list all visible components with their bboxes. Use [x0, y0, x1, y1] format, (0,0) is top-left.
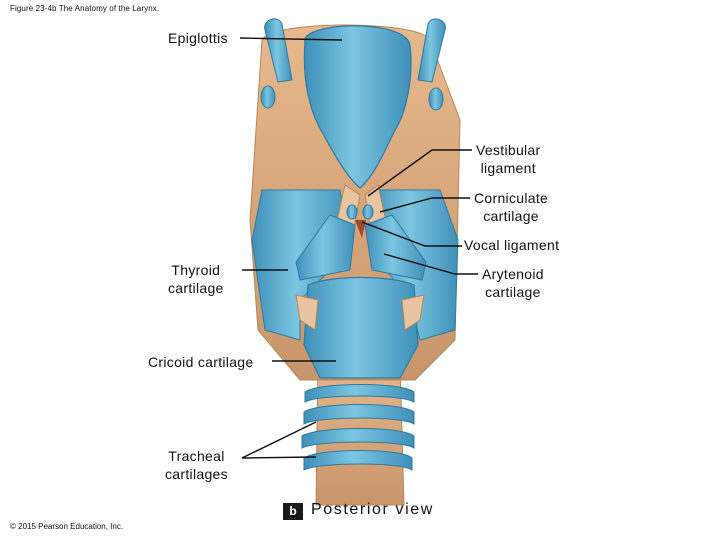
cricoarytenoid-fibers-right [401, 294, 425, 331]
glottis [355, 220, 366, 238]
triticeal-cartilage-left [260, 85, 276, 109]
label-cricoid-cartilage: Cricoid cartilage [148, 354, 254, 370]
label-epiglottis: Epiglottis [168, 30, 228, 46]
corniculate-left [346, 204, 358, 220]
leader-tracheal-2 [241, 456, 317, 459]
superior-horn-left [264, 18, 293, 83]
leader-vestibular [367, 149, 472, 197]
leader-vocal [361, 221, 462, 247]
triticeal-cartilage-right [428, 87, 444, 111]
label-arytenoid-cartilage: Arytenoid cartilage [482, 266, 544, 300]
superior-horn-right [417, 18, 446, 83]
corniculate-right [362, 204, 374, 220]
leader-corniculate [379, 197, 470, 213]
tracheal-ring-4 [303, 450, 413, 472]
leader-tracheal-1 [241, 421, 317, 459]
leader-epiglottis [239, 37, 343, 41]
label-vestibular-ligament: Vestibular ligament [476, 142, 541, 176]
copyright-notice: © 2015 Pearson Education, Inc. [10, 522, 124, 531]
label-corniculate-cartilage: Corniculate cartilage [474, 190, 549, 224]
epiglottis-shape [303, 25, 412, 189]
panel-letter-badge: b [283, 503, 303, 520]
cricoarytenoid-fibers-left [295, 294, 319, 331]
arytenoid-right [364, 214, 427, 281]
arytenoid-left [295, 214, 356, 281]
tracheal-ring-1 [304, 384, 415, 403]
label-thyroid-cartilage: Thyroid cartilage [168, 262, 224, 296]
tracheal-ring-2 [303, 404, 415, 425]
tracheal-ring-3 [301, 428, 415, 449]
view-title: Posterior view [311, 501, 434, 518]
label-vocal-ligament: Vocal ligament [464, 237, 560, 253]
figure-caption: Figure 23-4b The Anatomy of the Larynx. [10, 4, 160, 13]
leader-arytenoid [383, 253, 478, 275]
label-tracheal-cartilages: Tracheal cartilages [165, 448, 228, 482]
cricoid-shape [303, 276, 419, 379]
